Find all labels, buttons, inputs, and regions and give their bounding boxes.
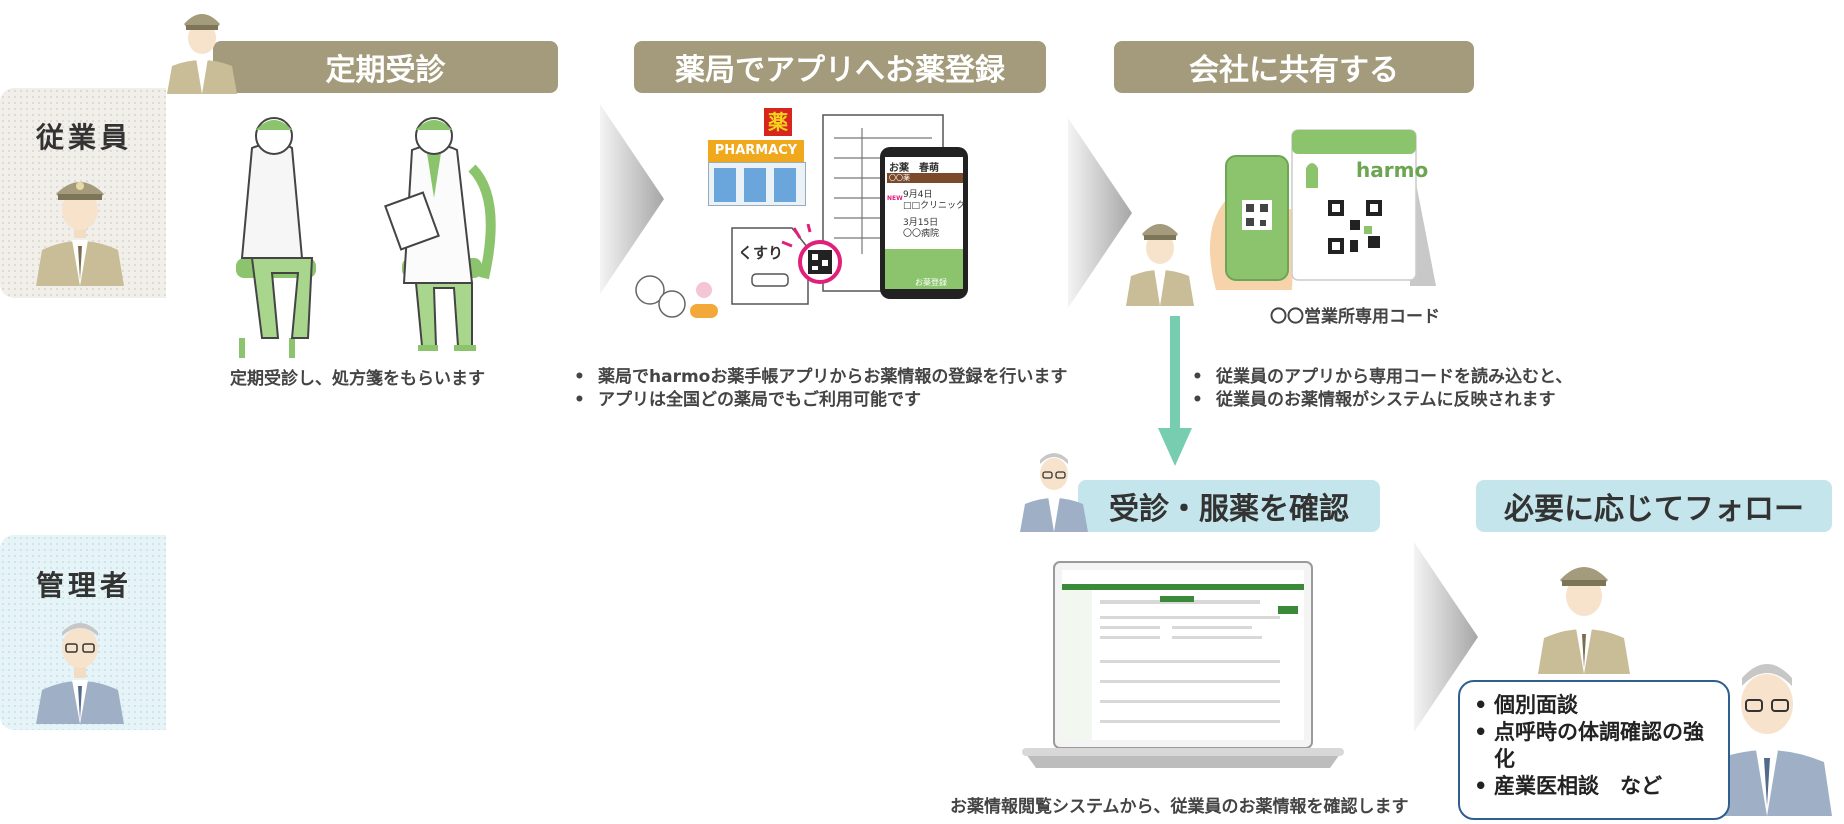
step-pharmacy-notes: 薬局でharmoお薬手帳アプリからお薬情報の登録を行います アプリは全国どの薬局…: [570, 366, 1067, 412]
qr-stand-illustration: [1291, 129, 1436, 286]
step-pharmacy-note-2: アプリは全国どの薬局でもご利用可能です: [570, 389, 1067, 412]
employee-small-icon: [167, 14, 237, 94]
phone-register-button: お薬登録: [915, 278, 947, 287]
step-share-banner: 会社に共有する: [1114, 41, 1474, 93]
manager-follow-icon: [1702, 664, 1832, 816]
manager-role-label: 管理者: [36, 569, 133, 602]
harmo-brand-logo: harmo: [1356, 158, 1429, 182]
employee-avatar-icon: [36, 182, 124, 286]
chevron-right-icon: [1068, 118, 1132, 308]
phone-hospital: 〇〇病院: [903, 229, 940, 239]
hand-phone-illustration: [1209, 155, 1296, 290]
arrow-down-icon: [1158, 316, 1192, 466]
chevron-right-icon: [1414, 542, 1478, 732]
step-share-note-2: 従業員のお薬情報がシステムに反映されます: [1188, 389, 1572, 412]
step-share-notes: 従業員のアプリから専用コードを読み込むと、 従業員のお薬情報がシステムに反映され…: [1188, 366, 1572, 412]
step-visit-caption: 定期受診し、処方箋をもらいます: [230, 369, 485, 389]
follow-actions-list: 個別面談 点呼時の体調確認の強化 産業医相談 など: [1472, 692, 1704, 800]
follow-item-1: 個別面談: [1472, 692, 1704, 719]
step-follow-banner: 必要に応じてフォロー: [1476, 480, 1832, 532]
follow-item-2: 点呼時の体調確認の強化: [1472, 719, 1704, 773]
pharmacy-kanji-sign: 薬: [764, 108, 792, 136]
phone-clinic: □□クリニック: [903, 201, 966, 211]
step-confirm-banner: 受診・服薬を確認: [1078, 480, 1380, 532]
step-pharmacy-note-1: 薬局でharmoお薬手帳アプリからお薬情報の登録を行います: [570, 366, 1067, 389]
phone-banner: 〇〇薬: [887, 173, 963, 183]
smartphone-illustration: お薬 春萌 〇〇薬 9月4日 NEW □□クリニック 3月15日 〇〇病院 お薬…: [880, 147, 968, 299]
step-share-note-1: 従業員のアプリから専用コードを読み込むと、: [1188, 366, 1572, 389]
phone-date-1: 9月4日: [903, 190, 933, 200]
phone-date-2: 3月15日: [903, 218, 939, 228]
manager-small-icon: [1020, 453, 1088, 532]
share-code-caption: 〇〇営業所専用コード: [1270, 307, 1440, 327]
employee-role-label: 従業員: [36, 121, 133, 154]
follow-item-3: 産業医相談 など: [1472, 773, 1704, 800]
step-visit-banner: 定期受診: [213, 41, 558, 93]
phone-new-badge: NEW: [887, 195, 903, 202]
laptop-system-illustration: [1022, 561, 1344, 768]
step-confirm-caption: お薬情報閲覧システムから、従業員のお薬情報を確認します: [950, 797, 1409, 817]
step-pharmacy-banner: 薬局でアプリへお薬登録: [634, 41, 1046, 93]
manager-avatar-icon: [36, 623, 124, 724]
pharmacy-sign: PHARMACY: [708, 140, 804, 162]
employee-follow-icon: [1538, 567, 1630, 674]
chevron-right-icon: [600, 104, 664, 294]
employee-share-icon: [1126, 224, 1194, 306]
phone-user-name: お薬 春萌: [889, 163, 939, 174]
consultation-illustration: [236, 117, 496, 358]
medicine-illustration: [635, 224, 842, 318]
medicine-bag-label: くすり: [738, 244, 784, 262]
pharmacy-store-illustration: 薬 PHARMACY: [708, 108, 806, 206]
